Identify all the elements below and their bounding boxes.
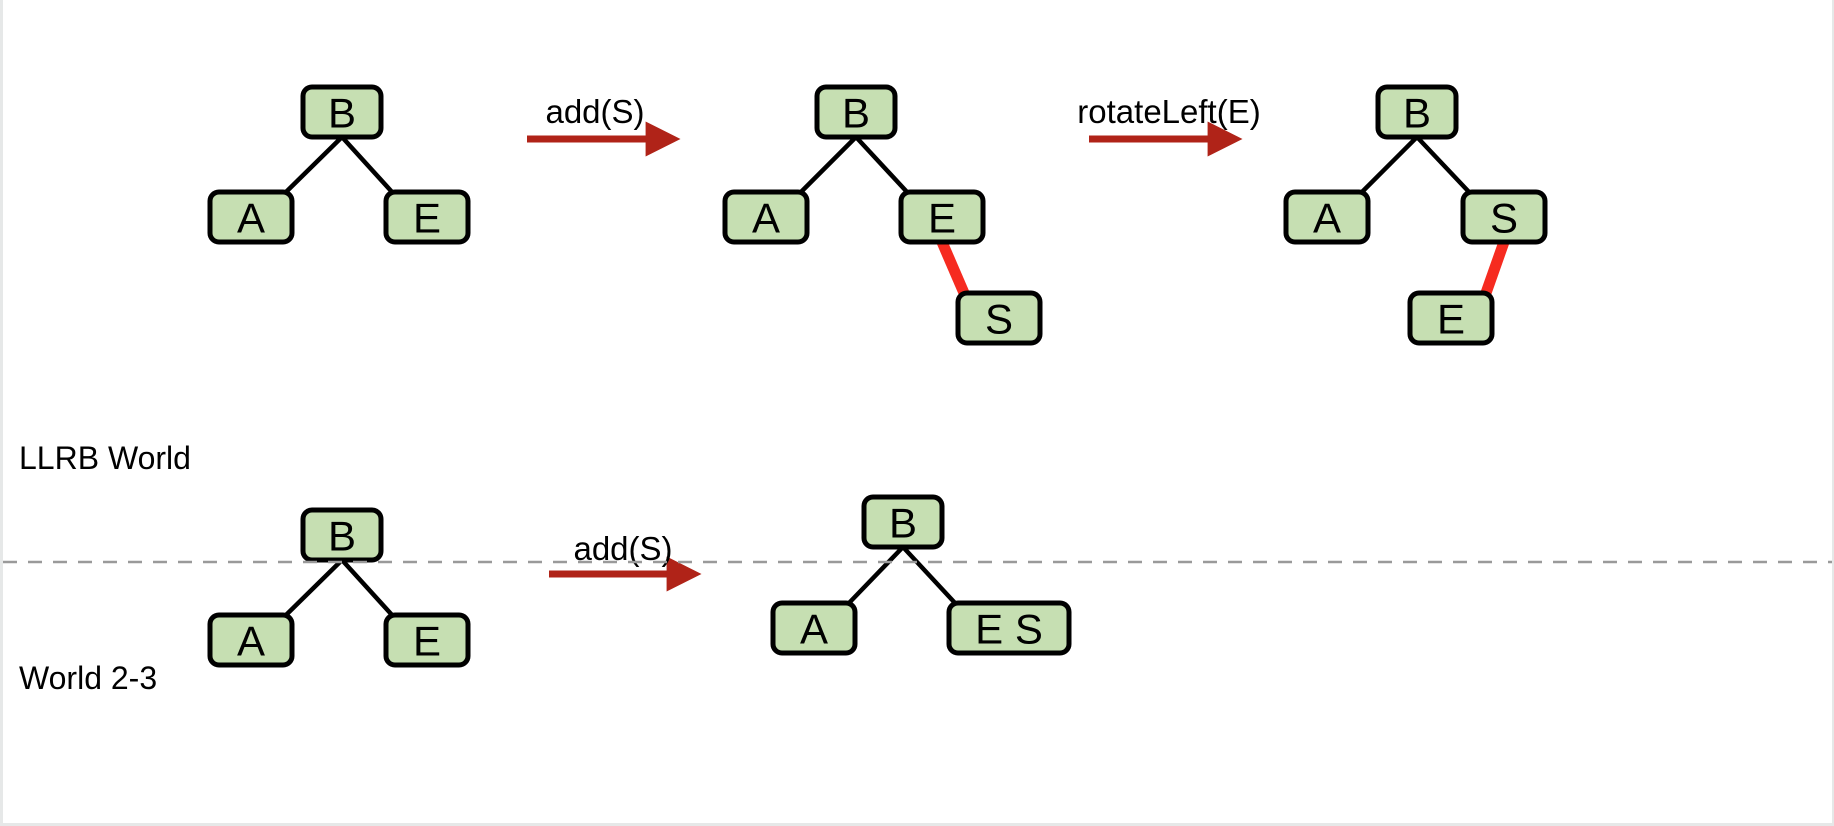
tree-node-label: S bbox=[1490, 195, 1518, 242]
tree-node: B bbox=[300, 507, 384, 563]
edges-layer bbox=[284, 135, 1510, 617]
nodes-layer: B A E B A E S B A S E B A E B A E S bbox=[207, 84, 1548, 668]
tree-edge-black bbox=[901, 545, 957, 605]
tree-node-box bbox=[814, 84, 898, 140]
tree-node-box bbox=[861, 494, 945, 550]
tree-node: B bbox=[814, 84, 898, 140]
tree-node-label: B bbox=[328, 90, 356, 137]
operation-arrow: add(S) bbox=[527, 93, 681, 157]
tree-node: E bbox=[1407, 290, 1495, 346]
tree-node: E bbox=[898, 189, 986, 245]
tree-edge-black bbox=[340, 558, 394, 617]
tree-edge-black bbox=[854, 135, 909, 194]
tree-node-box bbox=[722, 189, 810, 245]
tree-node-label: B bbox=[842, 90, 870, 137]
tree-node-box bbox=[898, 189, 986, 245]
tree-node-box bbox=[946, 600, 1072, 656]
tree-node-box bbox=[300, 507, 384, 563]
tree-node-label: E S bbox=[975, 606, 1043, 653]
tree-edge-black bbox=[284, 135, 344, 194]
tree-node: A bbox=[1283, 189, 1371, 245]
tree-edge-black bbox=[340, 135, 394, 194]
tree-node-box bbox=[1375, 84, 1459, 140]
tree-node-label: E bbox=[1437, 296, 1465, 343]
tree-node-label: S bbox=[985, 296, 1013, 343]
tree-node-label: A bbox=[800, 606, 828, 653]
operation-label: rotateLeft(E) bbox=[1077, 93, 1260, 130]
tree-node-box bbox=[955, 290, 1043, 346]
tree-node-label: A bbox=[752, 195, 780, 242]
operation-arrow: rotateLeft(E) bbox=[1077, 93, 1261, 157]
tree-node-label: E bbox=[413, 195, 441, 242]
tree-node: E S bbox=[946, 600, 1072, 656]
tree-edge-black bbox=[799, 135, 858, 194]
tree-edge-black bbox=[284, 558, 344, 617]
tree-node: A bbox=[207, 612, 295, 668]
tree-node-label: A bbox=[237, 195, 265, 242]
tree-node-box bbox=[1460, 189, 1548, 245]
tree-node-box bbox=[383, 612, 471, 668]
tree-node: B bbox=[1375, 84, 1459, 140]
arrows-layer: add(S) rotateLeft(E) add(S) bbox=[527, 93, 1261, 592]
tree-node-box bbox=[207, 612, 295, 668]
tree-node: A bbox=[207, 189, 295, 245]
tree-node-label: E bbox=[928, 195, 956, 242]
tree-node-label: B bbox=[1403, 90, 1431, 137]
tree-node: B bbox=[861, 494, 945, 550]
tree-node-box bbox=[770, 600, 858, 656]
tree-edge-black bbox=[1360, 135, 1419, 194]
tree-node: E bbox=[383, 612, 471, 668]
tree-node: S bbox=[955, 290, 1043, 346]
tree-node-label: A bbox=[1313, 195, 1341, 242]
tree-node-box bbox=[1407, 290, 1495, 346]
tree-node-label: B bbox=[889, 500, 917, 547]
tree-edge-red bbox=[936, 239, 970, 296]
tree-node-box bbox=[207, 189, 295, 245]
tree-node: S bbox=[1460, 189, 1548, 245]
tree-node-box bbox=[300, 84, 384, 140]
tree-node-box bbox=[383, 189, 471, 245]
tree-node-label: B bbox=[328, 513, 356, 560]
tree-edge-black bbox=[847, 545, 905, 605]
tree-node: B bbox=[300, 84, 384, 140]
operation-arrow: add(S) bbox=[549, 530, 702, 592]
tree-node-box bbox=[1283, 189, 1371, 245]
tree-edge-red bbox=[1480, 240, 1510, 295]
tree-node: A bbox=[770, 600, 858, 656]
tree-edge-black bbox=[1415, 135, 1471, 194]
tree-node-label: E bbox=[413, 618, 441, 665]
tree-node: E bbox=[383, 189, 471, 245]
operation-label: add(S) bbox=[545, 93, 644, 130]
tree-node: A bbox=[722, 189, 810, 245]
tree-node-label: A bbox=[237, 618, 265, 665]
